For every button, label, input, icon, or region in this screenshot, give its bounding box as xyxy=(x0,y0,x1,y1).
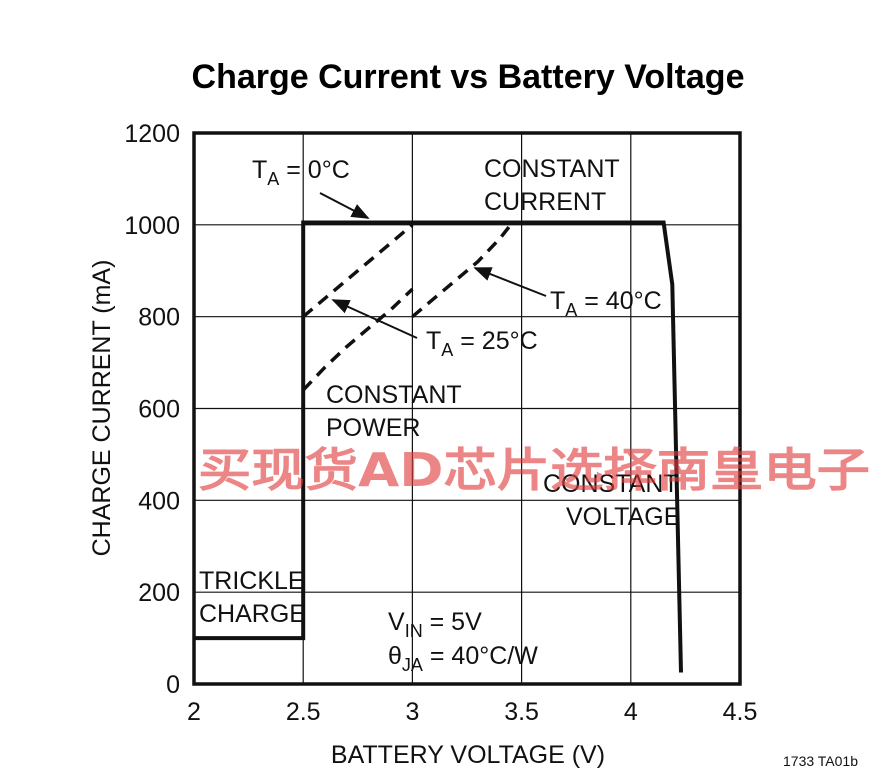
charge-current-line xyxy=(194,220,683,673)
y-tick-labels: 0 200 400 600 800 1000 1200 xyxy=(124,120,180,699)
annotation-trickle-charge-line-1: TRICKLE xyxy=(199,567,305,595)
x-tick-label: 3.5 xyxy=(504,698,539,726)
y-tick-label: 1200 xyxy=(124,120,180,148)
figure-id: 1733 TA01b xyxy=(783,753,858,769)
dashed-series-line xyxy=(301,287,414,392)
y-tick-label: 400 xyxy=(138,487,180,515)
y-tick-label: 800 xyxy=(138,304,180,332)
dashed-series-line xyxy=(302,223,414,319)
series-layer xyxy=(194,220,683,673)
annotation-constant-power-line-2: POWER xyxy=(326,414,420,442)
x-axis-label: BATTERY VOLTAGE (V) xyxy=(331,741,605,769)
arrow-ta-0c xyxy=(319,192,370,219)
annotation-constant-voltage-line-1: CONSTANT xyxy=(543,470,679,498)
y-axis-label: CHARGE CURRENT (mA) xyxy=(88,260,116,557)
watermark-text: 买现货AD芯片选择南皇电子 xyxy=(198,443,870,497)
arrow-ta-40c xyxy=(473,267,547,297)
plot-frame xyxy=(192,131,742,686)
annotation-vin: VIN = 5V xyxy=(388,608,482,641)
annotation-constant-current-line-2: CURRENT xyxy=(484,188,606,216)
y-tick-label: 600 xyxy=(138,396,180,424)
arrow-ta-25c xyxy=(331,299,418,339)
annotation-ta-40c: TA = 40°C xyxy=(550,287,662,320)
y-tick-label: 1000 xyxy=(124,212,180,240)
y-tick-label: 0 xyxy=(166,671,180,699)
x-tick-labels: 2 2.5 3 3.5 4 4.5 xyxy=(187,698,757,726)
chart-title: Charge Current vs Battery Voltage xyxy=(192,58,745,96)
x-tick-label: 2.5 xyxy=(286,698,321,726)
annotation-ta-25c: TA = 25°C xyxy=(426,327,538,360)
x-tick-label: 4 xyxy=(624,698,638,726)
annotation-ta-0c: TA = 0°C xyxy=(252,156,350,189)
x-tick-label: 3 xyxy=(405,698,419,726)
annotation-theta-ja: θJA = 40°C/W xyxy=(388,642,538,675)
dashed-series-line xyxy=(411,223,513,319)
y-tick-label: 200 xyxy=(138,579,180,607)
annotation-trickle-charge-line-2: CHARGE xyxy=(199,600,306,628)
x-tick-label: 4.5 xyxy=(723,698,758,726)
annotation-constant-voltage-line-2: VOLTAGE xyxy=(566,503,680,531)
x-tick-label: 2 xyxy=(187,698,201,726)
annotation-constant-power-line-1: CONSTANT xyxy=(326,381,462,409)
annotation-constant-current-line-1: CONSTANT xyxy=(484,155,620,183)
